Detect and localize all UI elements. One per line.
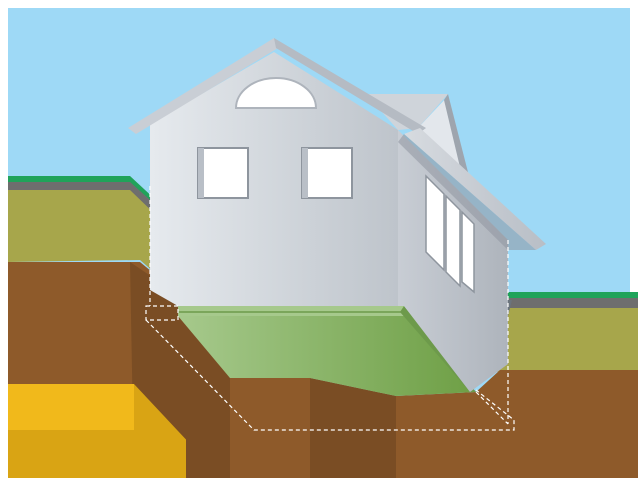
excavation [186, 306, 638, 478]
pit-soil-face-left [186, 306, 230, 478]
front-window-left-sill [198, 148, 204, 198]
side-window-1 [425, 174, 445, 272]
roof-fascia-right [274, 38, 426, 134]
side-window-2 [445, 194, 461, 288]
pit-soil-face-mid [310, 378, 396, 478]
soil-olive-right [468, 308, 638, 372]
pit-soil [186, 306, 638, 478]
dormer-gable [418, 96, 466, 176]
roof-side-shadow [398, 134, 536, 250]
side-window-group [425, 174, 475, 294]
house [128, 38, 546, 392]
front-window-right [301, 147, 353, 199]
soil-olive-left [8, 190, 186, 300]
outline-right-lower [475, 391, 509, 425]
side-window-3 [461, 210, 475, 294]
excavation-outline [145, 186, 515, 431]
soil-yellow-left-lower [8, 430, 186, 478]
soil-yellow-left [8, 384, 134, 430]
roof-side [404, 128, 546, 250]
front-window-right-sill [302, 148, 308, 198]
house-front-wall [150, 52, 398, 306]
window-icon [197, 147, 249, 199]
grass-left [8, 176, 186, 236]
front-window-left [197, 147, 249, 199]
outline-top-left [145, 305, 179, 321]
topsoil-left [8, 182, 186, 246]
attic-window [234, 77, 318, 109]
slab-top [178, 306, 410, 316]
dormer-roof [366, 94, 448, 130]
roof-fascia-left [128, 38, 278, 134]
dormer-roof-edge [444, 94, 470, 184]
slab-face [178, 316, 476, 396]
window-icon [301, 147, 353, 199]
outline-bottom [145, 319, 515, 431]
